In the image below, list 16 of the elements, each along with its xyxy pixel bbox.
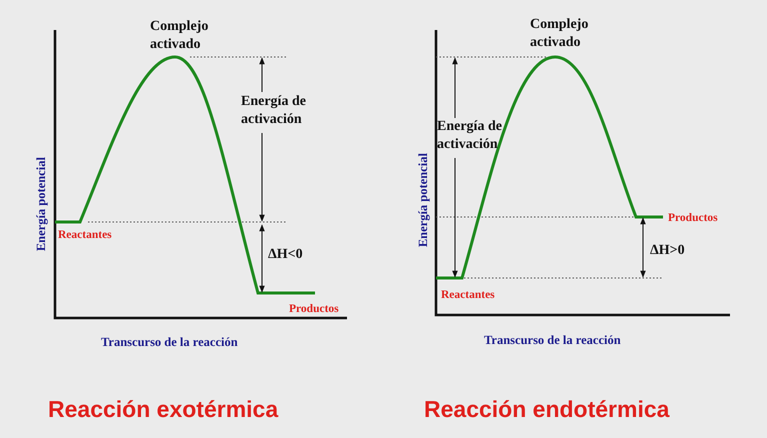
- axis-label: Energía potencial: [32, 156, 49, 254]
- axis-label: Transcurso de la reacción: [484, 332, 621, 348]
- panel-title: Reacción endotérmica: [424, 395, 670, 424]
- state-label: Reactantes: [441, 288, 495, 303]
- state-label: Reactantes: [58, 228, 112, 243]
- annotation: Energía de activación: [437, 118, 503, 154]
- annotation: Complejo activado: [150, 18, 210, 54]
- annotation: Complejo activado: [530, 16, 590, 52]
- annotation: Energía de activación: [241, 93, 307, 130]
- state-label: Productos: [668, 211, 718, 226]
- annotation: ΔH<0: [268, 246, 303, 264]
- panel-title: Reacción exotérmica: [48, 395, 278, 424]
- axis-label: Energía potencial: [414, 152, 431, 250]
- axis-label: Transcurso de la reacción: [101, 334, 238, 350]
- state-label: Productos: [289, 302, 339, 317]
- annotation: ΔH>0: [650, 242, 685, 260]
